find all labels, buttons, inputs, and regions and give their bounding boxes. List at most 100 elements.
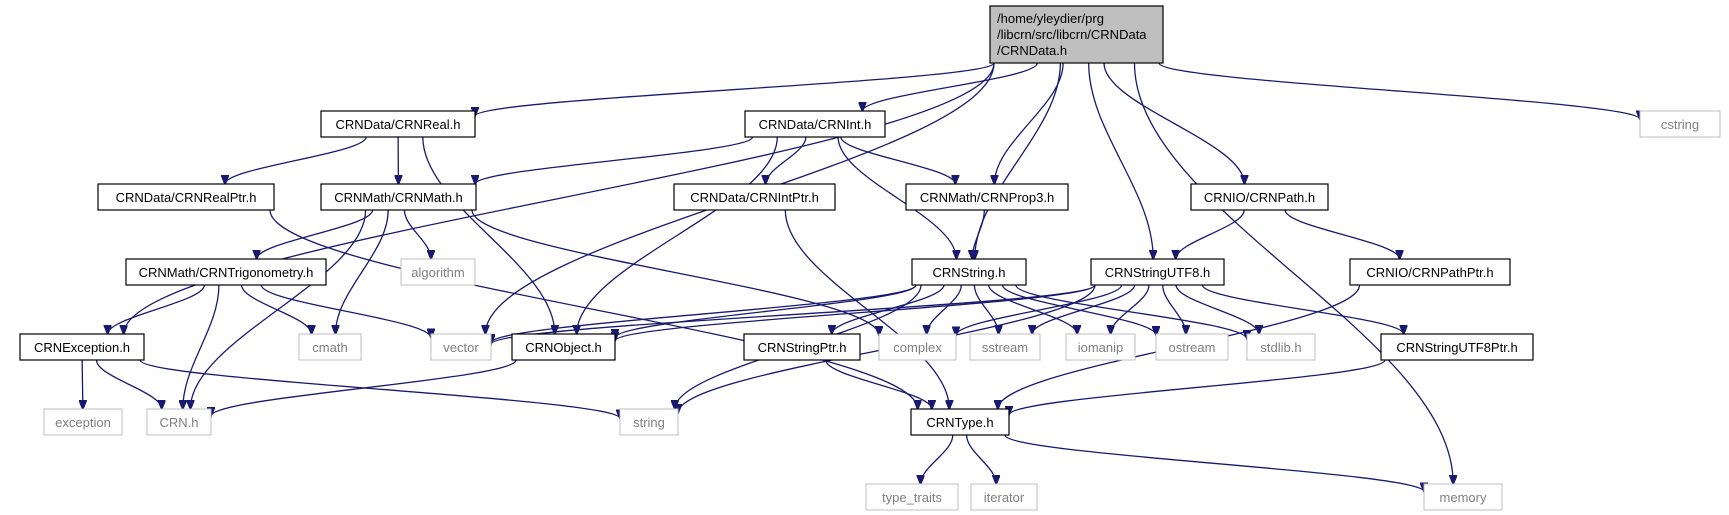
node-box <box>878 333 957 361</box>
edge-typeh-to-type-traits <box>921 434 954 484</box>
node-label: CRNException.h <box>34 340 130 355</box>
node-label: CRNData/CRNRealPtr.h <box>116 190 257 205</box>
node-label: CRN.h <box>159 415 198 430</box>
edge-root-to-prop3 <box>994 62 1064 184</box>
node-pathptr[interactable]: CRNIO/CRNPathPtr.h <box>1349 258 1511 286</box>
node-box <box>743 333 861 361</box>
node-mathh[interactable]: CRNMath/CRNMath.h <box>320 183 477 211</box>
edges-layer <box>82 62 1640 492</box>
node-trig[interactable]: CRNMath/CRNTrigonometry.h <box>125 258 327 286</box>
edge-root-to-cstring <box>1158 62 1640 119</box>
node-label: CRNObject.h <box>525 340 602 355</box>
edge-realptr-to-typeh <box>269 209 918 409</box>
node-label: CRNStringUTF8Ptr.h <box>1396 340 1517 355</box>
node-box <box>989 5 1164 64</box>
node-sstream: sstream <box>969 333 1041 361</box>
edge-utf8-to-utf8ptr <box>1201 284 1403 334</box>
node-box <box>619 408 679 436</box>
edge-root-to-realh <box>475 62 995 116</box>
node-box <box>1380 333 1534 361</box>
node-stringptr[interactable]: CRNStringPtr.h <box>743 333 861 361</box>
node-box <box>146 408 212 436</box>
node-complex: complex <box>878 333 957 361</box>
edge-root-to-utf8 <box>1088 62 1154 259</box>
edge-inth-to-prop3 <box>840 136 956 184</box>
node-label: CRNIO/CRNPathPtr.h <box>1366 265 1493 280</box>
node-box <box>865 483 959 511</box>
node-box <box>320 183 477 211</box>
node-intptr[interactable]: CRNData/CRNIntPtr.h <box>673 183 836 211</box>
edge-mathh-to-complex <box>471 209 879 335</box>
node-box <box>125 258 327 286</box>
edge-inth-to-mathh <box>475 136 754 184</box>
node-utf8ptr[interactable]: CRNStringUTF8Ptr.h <box>1380 333 1534 361</box>
node-object[interactable]: CRNObject.h <box>511 333 616 361</box>
node-box <box>673 183 836 211</box>
root-node[interactable]: /home/yleydier/prg/libcrn/src/libcrn/CRN… <box>989 5 1164 64</box>
node-label: CRNStringUTF8.h <box>1105 265 1210 280</box>
node-stringh[interactable]: CRNString.h <box>911 258 1027 286</box>
edge-mathh-to-cmath <box>336 209 389 334</box>
node-label: string <box>633 415 665 430</box>
node-box <box>1090 258 1225 286</box>
node-box <box>1639 110 1721 138</box>
node-box <box>910 408 1010 436</box>
node-box <box>400 258 476 286</box>
root-node-label-line: /CRNData.h <box>997 43 1067 58</box>
node-box <box>43 408 123 436</box>
edge-exception-h-to-string <box>139 359 620 419</box>
node-utf8[interactable]: CRNStringUTF8.h <box>1090 258 1225 286</box>
edge-typeh-to-iterator <box>965 434 997 484</box>
node-box <box>298 333 362 361</box>
node-label: CRNData/CRNInt.h <box>759 117 872 132</box>
node-iterator: iterator <box>970 483 1038 511</box>
edge-exception-h-to-exception <box>82 359 83 409</box>
node-stdlib: stdlib.h <box>1246 333 1316 361</box>
edge-pathh-to-pathptr <box>1284 209 1400 259</box>
edge-utf8-to-object <box>615 284 1096 341</box>
node-pathh[interactable]: CRNIO/CRNPath.h <box>1190 183 1329 211</box>
node-label: CRNMath/CRNProp3.h <box>920 190 1054 205</box>
node-label: iomanip <box>1078 340 1124 355</box>
edge-stringh-to-stringptr <box>832 284 945 334</box>
node-label: CRNMath/CRNMath.h <box>334 190 463 205</box>
node-label: CRNIO/CRNPath.h <box>1204 190 1315 205</box>
edge-root-to-exception-h <box>124 62 995 334</box>
edge-inth-to-stringh <box>837 136 956 259</box>
edge-utf8-to-stdlib <box>1175 284 1259 334</box>
edge-trig-to-vector <box>260 284 431 338</box>
node-realh[interactable]: CRNData/CRNReal.h <box>320 110 476 138</box>
node-realptr[interactable]: CRNData/CRNRealPtr.h <box>97 183 275 211</box>
node-label: CRNMath/CRNTrigonometry.h <box>139 265 314 280</box>
node-label: cstring <box>1661 117 1699 132</box>
node-label: type_traits <box>882 490 942 505</box>
edge-trig-to-cmath <box>240 284 312 334</box>
node-inth[interactable]: CRNData/CRNInt.h <box>744 110 886 138</box>
node-cmath: cmath <box>298 333 362 361</box>
edge-root-to-memory <box>1133 62 1454 484</box>
edge-mathh-to-algorithm <box>403 209 431 259</box>
node-label: sstream <box>982 340 1028 355</box>
edge-stringptr-to-typeh <box>825 359 932 409</box>
node-exception-h[interactable]: CRNException.h <box>19 333 145 361</box>
node-label: algorithm <box>411 265 464 280</box>
node-box <box>970 483 1038 511</box>
edge-stringh-to-sstream <box>973 284 998 334</box>
edge-stringh-to-complex <box>927 284 962 334</box>
node-box <box>19 333 145 361</box>
edge-trig-to-exception-h <box>108 284 206 334</box>
root-node-label-line: /libcrn/src/libcrn/CRNData <box>997 27 1147 42</box>
edge-mathh-to-trig <box>257 209 374 259</box>
edge-trig-to-crnh <box>183 284 220 409</box>
nodes-layer: /home/yleydier/prg/libcrn/src/libcrn/CRN… <box>19 5 1721 511</box>
node-typeh[interactable]: CRNType.h <box>910 408 1010 436</box>
edge-utf8ptr-to-typeh <box>1009 359 1386 415</box>
node-prop3[interactable]: CRNMath/CRNProp3.h <box>905 183 1069 211</box>
node-box <box>969 333 1041 361</box>
node-iomanip: iomanip <box>1065 333 1136 361</box>
edge-utf8-to-sstream <box>1032 284 1136 334</box>
node-label: ostream <box>1169 340 1216 355</box>
edge-inth-to-object <box>577 136 778 334</box>
node-box <box>511 333 616 361</box>
